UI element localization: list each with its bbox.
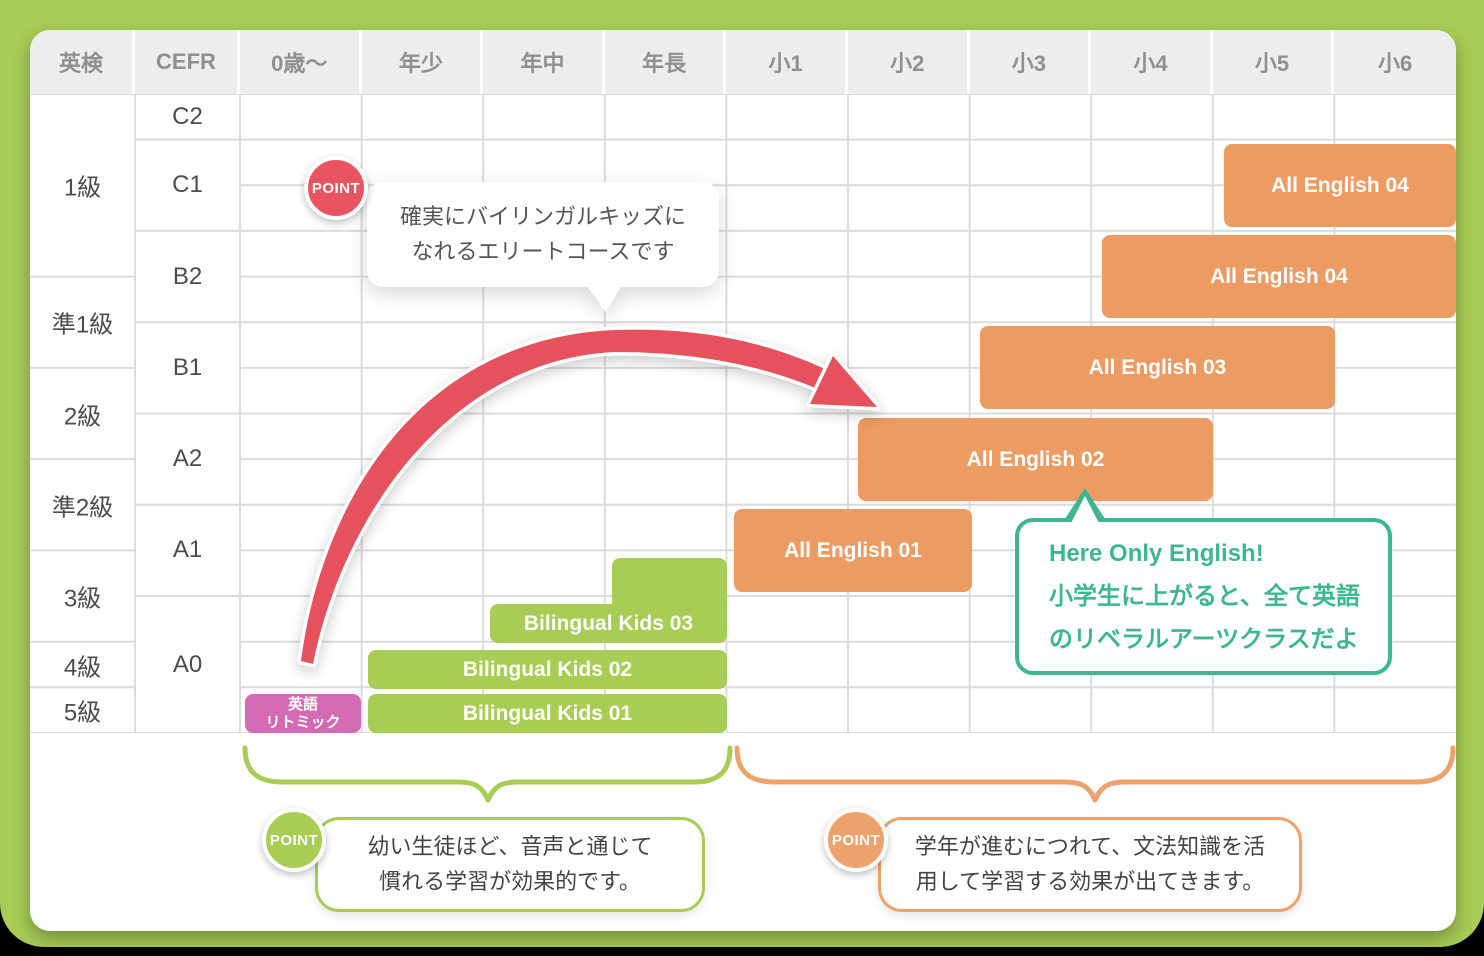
point-badge-early: POINT [262, 808, 326, 872]
chart-content-area: 英検 CEFR 0歳〜 年少 年中 年長 小1 小2 小3 小4 小5 小6 [30, 30, 1456, 931]
cefr-level-b2: B2 [172, 262, 203, 290]
point-bubble-early-learning: 幼い生徒ほど、音声と通じて 慣れる学習が効果的です。 [315, 817, 705, 912]
speech-bubble-here-only-english: Here Only English! 小学生に上がると、全て英語 のリベラルアー… [1015, 488, 1392, 675]
progression-arrow [297, 326, 881, 668]
course-bar-all-english-03: All English 03 [980, 326, 1335, 409]
teal-bubble-line3: のリベラルアーツクラスだよ [1049, 626, 1359, 653]
brace-early-years [242, 745, 733, 803]
course-bar-all-english-02: All English 02 [858, 418, 1213, 501]
column-header-row: 英検 CEFR 0歳〜 年少 年中 年長 小1 小2 小3 小4 小5 小6 [30, 30, 1456, 94]
eiken-level-jun1kyu: 準1級 [51, 311, 114, 339]
header-age-sho6: 小6 [1334, 30, 1456, 94]
cefr-level-a2: A2 [172, 445, 203, 473]
eiken-level-2kyu: 2級 [63, 403, 102, 430]
header-age-0: 0歳〜 [240, 30, 362, 94]
eiken-level-1kyu: 1級 [63, 174, 102, 202]
header-age-sho3: 小3 [969, 30, 1092, 94]
teal-bubble-line1: Here Only English! [1049, 540, 1264, 567]
header-age-sho4: 小4 [1091, 30, 1213, 94]
header-age-sho5: 小5 [1212, 30, 1335, 94]
cefr-level-a0: A0 [172, 650, 203, 678]
course-bar-all-english-04-c1: All English 04 [1224, 144, 1456, 227]
annotation-graphics [242, 326, 1456, 803]
cefr-level-c2: C2 [172, 102, 203, 130]
cefr-level-c1: C1 [172, 171, 203, 199]
eiken-level-3kyu: 3級 [63, 585, 102, 613]
header-age-nencho: 年長 [604, 30, 727, 94]
point-badge-elite: POINT [304, 156, 368, 220]
eigo-rhythmic-label: 英語 リトミック [265, 695, 341, 731]
course-bar-eigo-rhythmic: 英語 リトミック [245, 694, 361, 733]
cefr-level-a1: A1 [172, 536, 203, 564]
header-age-nenchu: 年中 [483, 30, 605, 94]
point-bubble-grammar-learning: 学年が進むにつれて、文法知識を活 用して学習する効果が出てきます。 [878, 817, 1302, 912]
header-eiken: 英検 [30, 30, 135, 94]
grammar-bubble-line1: 学年が進むにつれて、文法知識を活 [914, 834, 1266, 860]
point-badge-grammar: POINT [824, 808, 888, 872]
header-age-nensho: 年少 [361, 30, 484, 94]
header-cefr: CEFR [135, 30, 240, 94]
course-bar-all-english-01: All English 01 [734, 509, 972, 592]
early-bubble-line1: 幼い生徒ほど、音声と通じて [367, 834, 653, 860]
eiken-level-5kyu: 5級 [63, 699, 102, 727]
course-bar-bilingual-kids-02: Bilingual Kids 02 [368, 650, 727, 689]
elite-bubble-line2: なれるエリートコースです [411, 238, 675, 264]
speech-bubble-elite-course: 確実にバイリンガルキッズに なれるエリートコースです [367, 182, 719, 312]
cefr-level-b1: B1 [172, 353, 203, 381]
header-age-sho1: 小1 [726, 30, 848, 94]
teal-bubble-line2: 小学生に上がると、全て英語 [1049, 583, 1361, 610]
grammar-bubble-line2: 用して学習する効果が出てきます。 [915, 868, 1265, 894]
eiken-level-jun2kyu: 準2級 [51, 494, 114, 522]
course-bar-bilingual-kids-01: Bilingual Kids 01 [368, 694, 727, 733]
header-age-sho2: 小2 [847, 30, 970, 94]
course-bar-bilingual-kids-03: Bilingual Kids 03 [490, 604, 727, 643]
eiken-level-4kyu: 4級 [63, 654, 102, 681]
course-bar-all-english-04-b2: All English 04 [1102, 235, 1456, 318]
elite-bubble-line1: 確実にバイリンガルキッズに [399, 204, 686, 230]
early-bubble-line2: 慣れる学習が効果的です。 [379, 868, 641, 894]
brace-elementary-years [734, 745, 1456, 803]
